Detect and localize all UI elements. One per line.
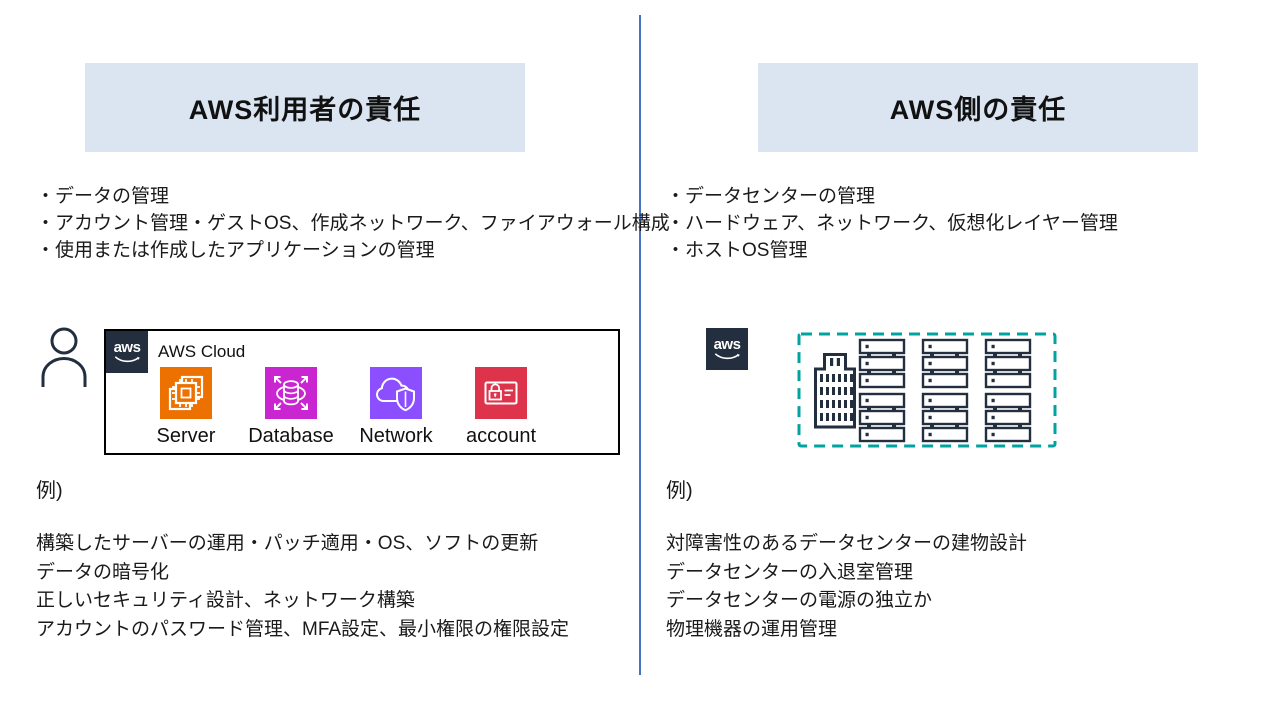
service-label-server: Server [156, 425, 216, 447]
dashed-border [797, 332, 1057, 448]
left-example-label: 例) [36, 480, 63, 502]
right-example-label: 例) [666, 480, 693, 502]
aws-logo-text: aws [113, 338, 141, 356]
right-example: データセンターの入退室管理 [666, 561, 914, 583]
server-ec2-icon [160, 367, 212, 419]
database-icon [265, 367, 317, 419]
aws-smile-icon [714, 352, 740, 359]
left-example-list: 構築したサーバーの運用・パッチ適用・OS、ソフトの更新 データの暗号化 正しいセ… [36, 530, 569, 644]
left-example: 構築したサーバーの運用・パッチ適用・OS、ソフトの更新 [36, 533, 539, 554]
left-panel-title-text: AWS利用者の責任 [188, 95, 422, 125]
left-example: アカウントのパスワード管理、MFA設定、最小権限の権限設定 [36, 618, 570, 640]
left-example: データの暗号化 [36, 561, 170, 583]
left-example: 正しいセキュリティ設計、ネットワーク構築 [36, 590, 415, 611]
right-panel-title-text: AWS側の責任 [889, 95, 1067, 125]
aws-logo-icon: aws [106, 331, 148, 373]
vertical-divider [639, 15, 641, 675]
left-bullet: ・使用または作成したアプリケーションの管理 [36, 240, 435, 261]
right-example-list: 対障害性のあるデータセンターの建物設計 データセンターの入退室管理 データセンタ… [666, 530, 1027, 644]
aws-cloud-box: aws AWS Cloud [104, 329, 620, 455]
left-panel-title: AWS利用者の責任 [85, 63, 525, 152]
left-bullet: ・アカウント管理・ゲストOS、作成ネットワーク、ファイアウォール構成 [36, 213, 670, 234]
right-bullet: ・ハードウェア、ネットワーク、仮想化レイヤー管理 [666, 213, 1118, 234]
user-person-icon [41, 327, 87, 387]
left-bullet-list: ・データの管理 ・アカウント管理・ゲストOS、作成ネットワーク、ファイアウォール… [36, 183, 670, 264]
aws-smile-icon [114, 355, 140, 362]
aws-cloud-label: AWS Cloud [158, 342, 246, 361]
service-label-database: Database [248, 425, 334, 447]
building-icon [814, 353, 856, 429]
right-example: 対障害性のあるデータセンターの建物設計 [666, 533, 1028, 554]
aws-logo-icon: aws [706, 328, 748, 370]
aws-logo-text: aws [713, 335, 741, 353]
right-bullet-list: ・データセンターの管理 ・ハードウェア、ネットワーク、仮想化レイヤー管理 ・ホス… [666, 183, 1118, 264]
right-bullet: ・データセンターの管理 [666, 186, 876, 207]
service-label-network: Network [359, 425, 433, 447]
left-bullet: ・データの管理 [36, 186, 170, 207]
right-example: 物理機器の運用管理 [666, 618, 838, 640]
network-cloud-shield-icon [370, 367, 422, 419]
right-example: データセンターの電源の独立か [666, 590, 933, 611]
datacenter-boundary-box [797, 332, 1057, 448]
account-id-card-icon [475, 367, 527, 419]
right-bullet: ・ホストOS管理 [666, 240, 808, 261]
service-label-account: account [465, 425, 537, 447]
right-panel-title: AWS側の責任 [758, 63, 1198, 152]
